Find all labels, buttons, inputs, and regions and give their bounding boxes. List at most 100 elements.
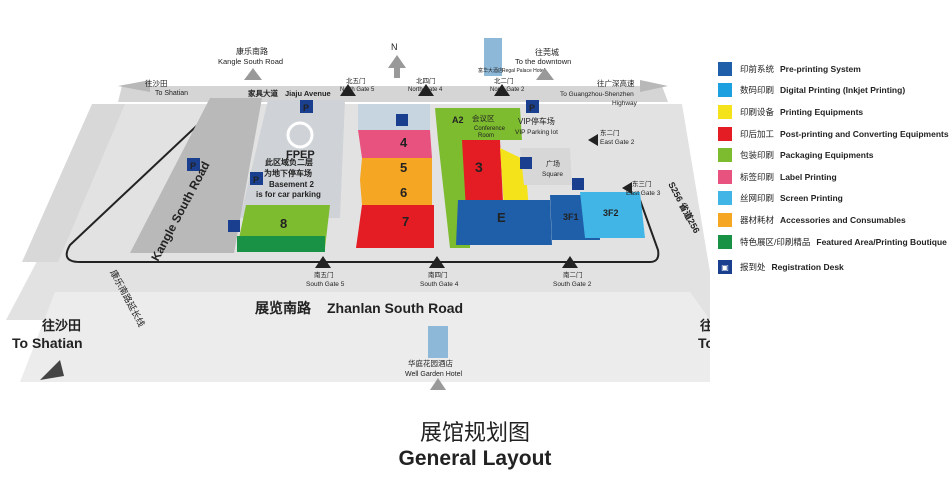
legend-label-cn: 器材耗材 bbox=[740, 214, 775, 225]
legend-item-screen-printing: 丝网印刷 Screen Printing bbox=[718, 188, 946, 210]
hall-a2-label: A2 bbox=[452, 115, 464, 125]
hall-3f2 bbox=[580, 192, 645, 238]
legend: 印前系统 Pre-printing System 数码印刷 Digital Pr… bbox=[718, 58, 949, 278]
fpep-logo-text: FPEP bbox=[286, 149, 315, 161]
basement-cn-2: 为地下停车场 bbox=[264, 168, 312, 178]
legend-label-en: Label Printing bbox=[780, 171, 837, 182]
hall-4-label: 4 bbox=[400, 135, 408, 150]
hall-3f1-label: 3F1 bbox=[563, 212, 579, 222]
legend-item-post-printing: 印后加工 Post-printing and Converting Equipm… bbox=[718, 123, 949, 145]
highway-en-1: To Guangzhou-Shenzhen bbox=[560, 91, 634, 98]
conference-cn: 会议区 bbox=[472, 113, 495, 123]
legend-label-en: Featured Area/Printing Boutique bbox=[816, 236, 947, 247]
page-title-cn: 展馆规划图 bbox=[419, 420, 530, 445]
zhanlan-road-surface bbox=[20, 292, 710, 382]
legend-label-cn: 报到处 bbox=[740, 262, 766, 273]
well-garden-cn: 华庭花园酒店 bbox=[408, 358, 453, 368]
regal-hotel-en: Regal Palace Hotel bbox=[502, 68, 545, 74]
legend-swatch bbox=[718, 191, 732, 206]
north-gate-5-marker bbox=[340, 84, 356, 96]
north-gate-4-marker bbox=[418, 84, 434, 96]
legend-item-featured: 特色展区/印刷精品 Featured Area/Printing Boutiqu… bbox=[718, 231, 947, 253]
north-gate-5-cn: 北五门 bbox=[346, 76, 366, 85]
conference-en-1: Conference bbox=[474, 126, 506, 132]
highway-en-2: Highway bbox=[612, 100, 638, 107]
page-title-en: General Layout bbox=[398, 447, 552, 470]
legend-label-en: Registration Desk bbox=[771, 262, 844, 273]
to-shatian-en: To Shatian bbox=[12, 335, 83, 351]
venue-loop-road bbox=[65, 101, 660, 263]
hall-5 bbox=[360, 158, 432, 180]
east-gate-2-marker bbox=[588, 134, 598, 146]
legend-swatch bbox=[718, 126, 732, 141]
zhanlan-road-cn: 展览南路 bbox=[255, 300, 312, 316]
legend-label-en: Post-printing and Converting Equipments bbox=[780, 128, 949, 139]
hall-7 bbox=[356, 205, 434, 248]
well-garden-hotel-icon bbox=[428, 326, 448, 358]
south-gate-2-cn: 南二门 bbox=[563, 270, 583, 279]
hall-e-label: E bbox=[497, 210, 506, 225]
hall-a2-conference bbox=[435, 108, 522, 140]
to-humen-en: To Humen bbox=[698, 335, 710, 351]
jiaju-avenue-cn: 家具大道 bbox=[248, 88, 278, 98]
legend-label-en: Screen Printing bbox=[780, 193, 843, 204]
legend-label-cn: 数码印刷 bbox=[740, 85, 775, 96]
kangle-arrow-icon bbox=[244, 68, 262, 80]
hall-3-label: 3 bbox=[475, 159, 483, 175]
south-gate-4-marker bbox=[429, 256, 445, 268]
vip-parking-en: VIP Parking lot bbox=[515, 129, 558, 136]
south-gate-5-en: South Gate 5 bbox=[306, 281, 345, 288]
east-gate-2-cn: 东二门 bbox=[600, 128, 620, 137]
legend-swatch bbox=[718, 83, 732, 98]
north-arrow-icon bbox=[388, 55, 406, 68]
basement-parking-zone bbox=[240, 100, 345, 218]
parking-sign-3-text: P bbox=[253, 175, 259, 185]
legend-swatch bbox=[718, 212, 732, 227]
north-gate-2-marker bbox=[494, 84, 510, 96]
legend-label-en: Printing Equipments bbox=[780, 106, 864, 117]
regal-hotel-cn: 富华大酒店 bbox=[478, 67, 503, 74]
well-garden-arrow-icon bbox=[430, 378, 446, 390]
long-grey-building bbox=[130, 98, 262, 253]
to-shatian-top-en: To Shatian bbox=[155, 90, 188, 97]
hall-7-label: 7 bbox=[402, 214, 409, 229]
south-gate-2-marker bbox=[562, 256, 578, 268]
legend-item-registration: ▣ 报到处 Registration Desk bbox=[718, 256, 946, 278]
downtown-arrow-icon bbox=[536, 68, 554, 80]
legend-label-cn: 印前系统 bbox=[740, 63, 775, 74]
legend-label-cn: 包装印刷 bbox=[740, 150, 775, 161]
hall-8-label: 8 bbox=[280, 216, 287, 231]
south-gate-2-en: South Gate 2 bbox=[553, 281, 592, 288]
to-humen-cn: 往虎门 bbox=[700, 318, 710, 333]
parking-sign-icon-2 bbox=[187, 158, 200, 171]
hall-3f2-label: 3F2 bbox=[603, 208, 619, 218]
parking-sign-1-text: P bbox=[303, 103, 309, 113]
hall-6 bbox=[360, 180, 432, 205]
to-shatian-cn: 往沙田 bbox=[42, 318, 81, 333]
registration-desk-icon: ▣ bbox=[718, 260, 732, 275]
hall-e bbox=[456, 200, 552, 245]
kangle-top-en: Kangle South Road bbox=[218, 57, 283, 66]
legend-label-cn: 丝网印刷 bbox=[740, 193, 775, 204]
legend-swatch bbox=[718, 104, 732, 119]
legend-label-en: Packaging Equipments bbox=[780, 150, 874, 161]
conference-en-2: Room bbox=[478, 133, 494, 139]
registration-desk-icon-2 bbox=[396, 114, 408, 126]
fpep-logo-icon bbox=[286, 121, 314, 149]
legend-swatch bbox=[718, 61, 732, 76]
square-cn: 广场 bbox=[546, 159, 560, 168]
registration-desk-icon-3 bbox=[572, 178, 584, 190]
square-en: Square bbox=[542, 171, 563, 178]
regal-hotel-icon bbox=[484, 38, 502, 76]
north-gate-2-en: North Gate 2 bbox=[490, 87, 525, 93]
registration-desk-icon-1 bbox=[228, 220, 240, 232]
top-road-right-arrow bbox=[640, 80, 668, 92]
east-gate-3-en: East Gate 3 bbox=[626, 190, 661, 197]
parking-sign-icon-3 bbox=[250, 172, 263, 185]
vip-parking-cn: VIP停车场 bbox=[518, 116, 555, 126]
hall-column-top bbox=[358, 104, 430, 130]
highway-cn: 往广深高速 bbox=[597, 78, 635, 88]
to-shatian-top-cn: 往沙田 bbox=[145, 78, 168, 88]
legend-label-cn: 特色展区/印刷精品 bbox=[740, 236, 811, 247]
legend-label-cn: 印后加工 bbox=[740, 128, 775, 139]
